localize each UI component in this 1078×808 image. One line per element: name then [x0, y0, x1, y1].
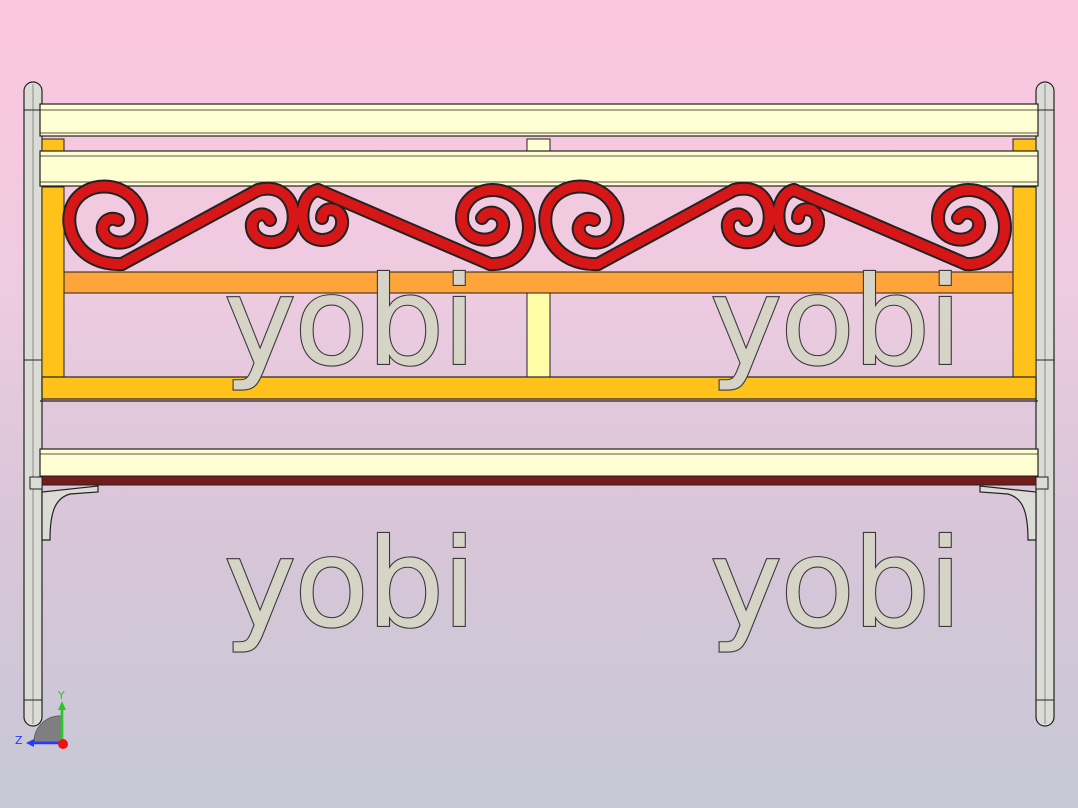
- x-axis-dot: [58, 739, 68, 749]
- scroll-ornament-right: [538, 179, 1012, 272]
- seat-rail: [39, 400, 1039, 486]
- z-arrow-head: [26, 739, 34, 747]
- top-backrest-rail: [39, 103, 1039, 137]
- y-axis-label: Y: [57, 689, 65, 702]
- second-backrest-rail: [39, 150, 1039, 187]
- watermark-bottom-right: yobi: [710, 513, 960, 655]
- right-seat-bracket: [979, 476, 1049, 541]
- left-seat-bracket: [29, 476, 99, 541]
- backrest-frame: [41, 186, 1037, 400]
- rail-spacers: [41, 138, 1037, 152]
- watermark-bottom-left: yobi: [224, 513, 474, 655]
- watermark-top-right: yobi: [710, 251, 960, 393]
- scroll-ornament-left-color: [64, 181, 534, 270]
- z-axis-label: Z: [15, 734, 23, 747]
- right-end-post: [1035, 81, 1055, 727]
- backrest-mid-bar: [63, 271, 1014, 294]
- y-arrow-head: [58, 701, 66, 710]
- watermark-top-left: yobi: [224, 251, 474, 393]
- orientation-triad[interactable]: Y Z: [15, 689, 68, 749]
- left-end-post: [23, 81, 43, 727]
